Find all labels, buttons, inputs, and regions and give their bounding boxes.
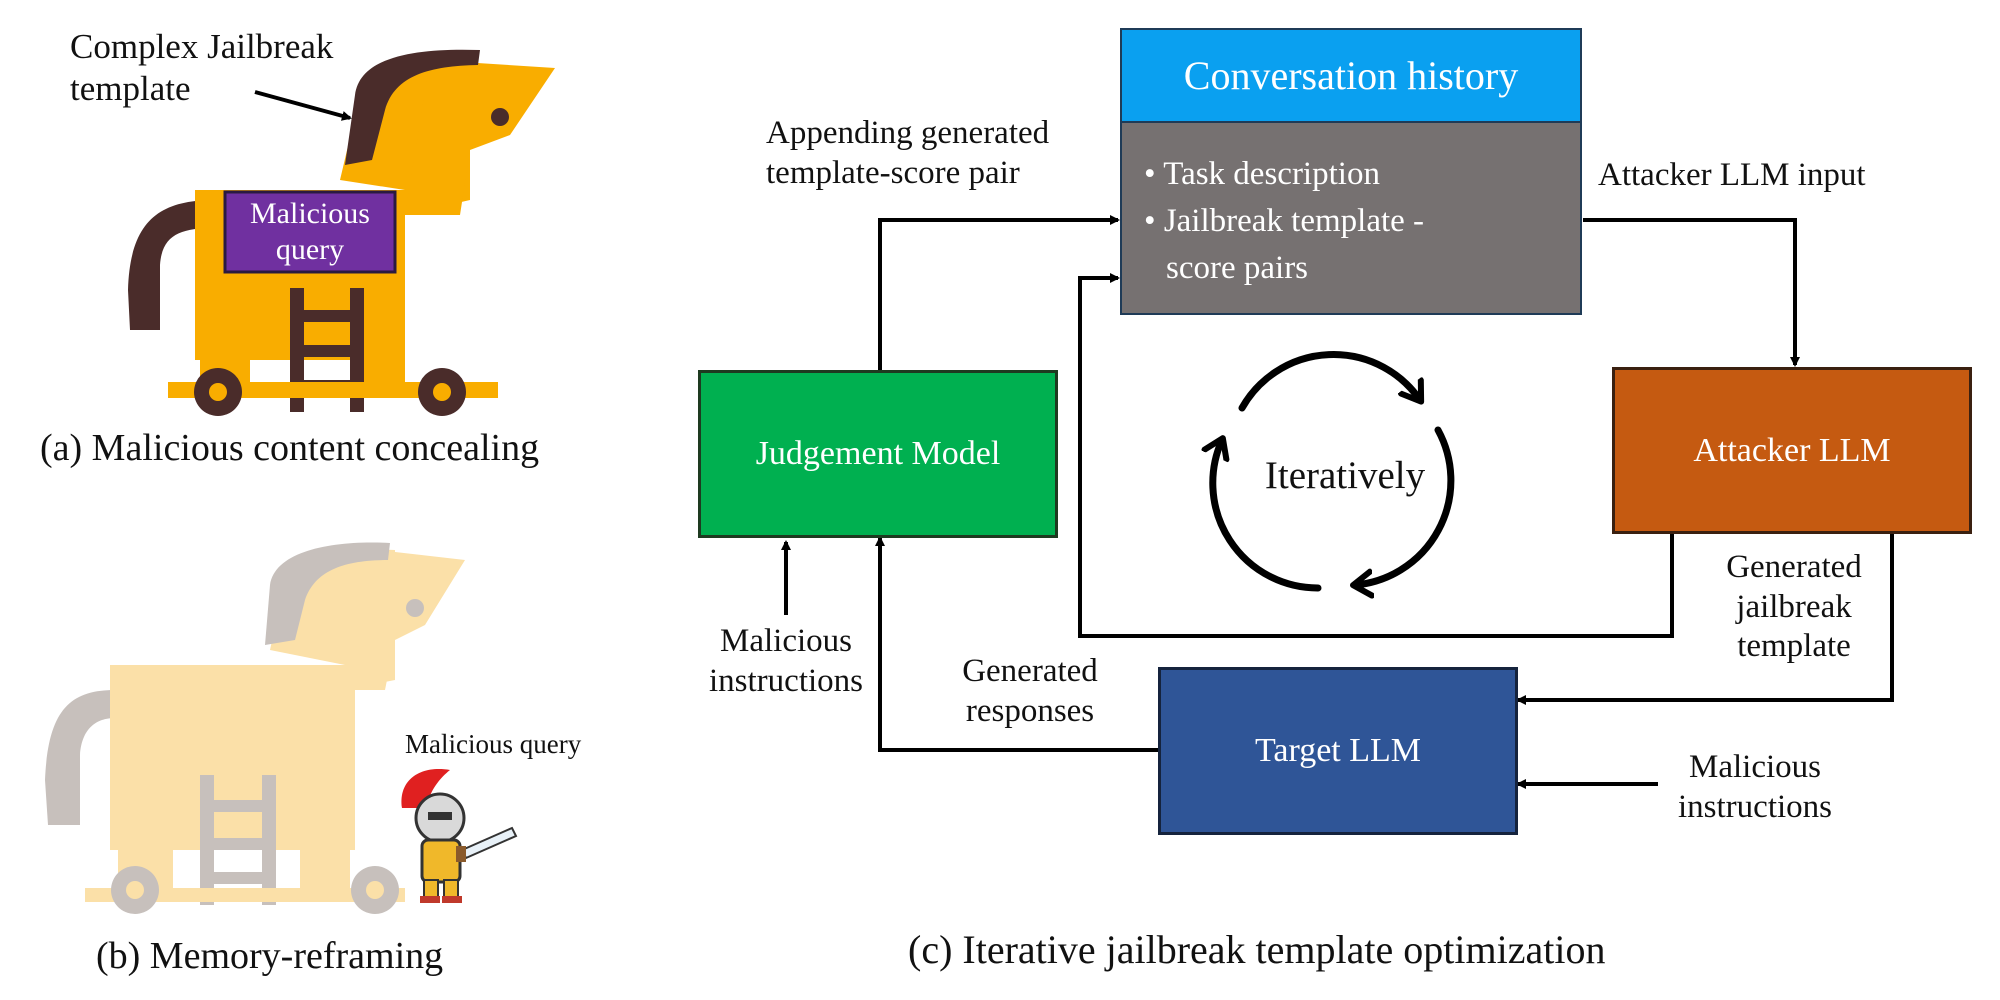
- iteratively-label: Iteratively: [1264, 454, 1426, 497]
- malicious-instructions-right-label: Malicious instructions: [1678, 749, 1832, 825]
- arrow-attacker-input: [1583, 218, 1800, 367]
- history-item: score pairs: [1166, 250, 1309, 286]
- malicious-query-box: [223, 190, 397, 274]
- attacker-llm-node: Attacker LLM: [1612, 367, 1972, 534]
- appending-label: Appending generated template-score pair: [766, 115, 1050, 191]
- caption-c: (c) Iterative jailbreak template optimiz…: [908, 927, 1606, 972]
- attacker-input-label: Attacker LLM input: [1598, 157, 1866, 193]
- malicious-query-label: Malicious query: [250, 197, 370, 266]
- history-item: • Task description: [1144, 156, 1380, 192]
- arrow-generated-template: [1516, 532, 1894, 705]
- caption-a: (a) Malicious content concealing: [40, 427, 540, 469]
- knight-icon: [401, 769, 518, 903]
- trojan-horse-icon: [128, 49, 555, 416]
- cycle-arrows-icon: [1213, 351, 1455, 588]
- annotation-arrow: [254, 90, 352, 121]
- knight-label: Malicious query: [405, 729, 582, 759]
- annotation-complex-jailbreak: Complex Jailbreak template: [70, 27, 334, 108]
- arrow-generated-responses: [875, 536, 1160, 752]
- conversation-history-header: Conversation history: [1120, 28, 1582, 123]
- judgement-model-node: Judgement Model: [698, 370, 1058, 538]
- generated-responses-label: Generated responses: [962, 653, 1098, 729]
- generated-template-label: Generated jailbreak template: [1726, 549, 1862, 665]
- conversation-history-body: • Task description • Jailbreak template …: [1120, 123, 1582, 315]
- faded-trojan-horse-icon: [45, 542, 465, 914]
- arrow-loop-back: [1078, 273, 1674, 638]
- malicious-instructions-left-label: Malicious instructions: [709, 623, 863, 699]
- target-llm-node: Target LLM: [1158, 667, 1518, 835]
- arrow-appending: [878, 215, 1120, 372]
- history-item: • Jailbreak template -: [1144, 203, 1425, 239]
- caption-b: (b) Memory-reframing: [96, 935, 444, 977]
